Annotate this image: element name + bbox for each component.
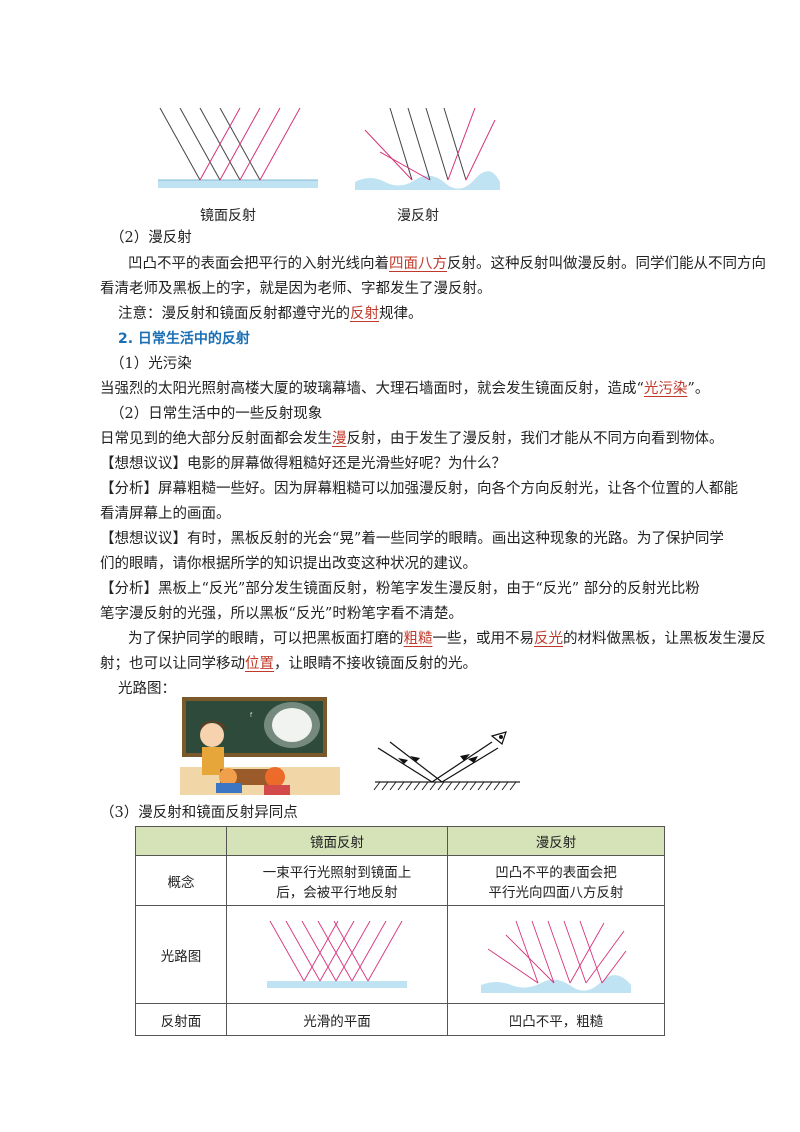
cell-surface-diffuse: 凹凸不平，粗糙 — [447, 1003, 665, 1036]
section-title: 2. 日常生活中的反射 — [118, 331, 250, 347]
para-daily-reflection: 日常见到的绝大部分反射面都会发生漫反射，由于发生了漫反射，我们才能从不同方向看到… — [100, 429, 724, 449]
question-screen: 【想想议议】电影的屏幕做得粗糙好还是光滑些好呢？为什么？ — [100, 456, 506, 472]
answer-blank: 位置 — [245, 656, 274, 672]
analysis-blackboard-2: 笔字漫反射的光强，所以黑板“反光”时粉笔字看不清楚。 — [100, 606, 463, 622]
cell-concept-mirror: 一束平行光照射到镜面上 后，会被平行地反射 — [226, 855, 448, 906]
svg-text:f: f — [250, 712, 253, 719]
cell-text: 凹凸不平的表面会把 — [495, 864, 617, 881]
para-protect-eyes-1: 为了保护同学的眼睛，可以把黑板面打磨的粗糙一些，或用不易反光的材料做黑板，让黑板… — [128, 629, 766, 649]
cell-text: 后，会被平行地反射 — [276, 884, 398, 901]
text-span: 注意：漫反射和镜面反射都遵守光的 — [118, 306, 350, 322]
table-header-row: 镜面反射 漫反射 — [135, 826, 665, 856]
heading-comparison: （3）漫反射和镜面反射异同点 — [100, 805, 298, 821]
cell-lightpath-diffuse — [447, 905, 665, 1004]
text-span: 射；也可以让同学移动 — [100, 656, 245, 672]
para-light-pollution: 当强烈的太阳光照射高楼大厦的玻璃幕墙、大理石墙面时，就会发生镜面反射，造成“光污… — [100, 379, 709, 399]
comparison-table: 镜面反射 漫反射 概念 一束平行光照射到镜面上 后，会被平行地反射 凹凸不平的表… — [135, 826, 665, 1036]
table-header-diffuse: 漫反射 — [447, 826, 665, 856]
heading-diffuse: （2）漫反射 — [110, 230, 192, 246]
cell-surface-mirror: 光滑的平面 — [226, 1003, 448, 1036]
text-span: 规律。 — [379, 306, 423, 322]
question-blackboard-1: 【想想议议】有时，黑板反射的光会“晃”着一些同学的眼睛。画出这种现象的光路。为了… — [100, 531, 724, 547]
mirror-reflection-diagram-small — [267, 920, 407, 988]
question-blackboard-2: 们的眼睛，请你根据所学的知识提出改变这种状况的建议。 — [100, 556, 477, 572]
row-label-concept: 概念 — [135, 855, 227, 906]
subheading-light-pollution: （1）光污染 — [110, 356, 192, 372]
mirror-reflection-diagram — [158, 107, 318, 188]
lightpath-label: 光路图： — [118, 681, 176, 697]
caption-mirror: 镜面反射 — [200, 208, 256, 224]
text-span: ，让眼睛不接收镜面反射的光。 — [274, 656, 477, 672]
analysis-screen-2: 看清屏幕上的画面。 — [100, 506, 231, 522]
answer-blank: 反光 — [534, 631, 563, 647]
subheading-daily-reflection: （2）日常生活中的一些反射现象 — [110, 406, 323, 422]
cell-text: 一束平行光照射到镜面上 — [262, 864, 412, 881]
table-row: 光路图 — [135, 905, 665, 1004]
caption-diffuse: 漫反射 — [397, 208, 439, 224]
answer-blank: 漫 — [332, 431, 347, 447]
diffuse-reflection-diagram-small — [481, 920, 631, 993]
text-span: 日常见到的绝大部分反射面都会发生 — [100, 431, 332, 447]
blackboard-lightpath-diagram — [373, 731, 520, 791]
row-label-surface: 反射面 — [135, 1003, 227, 1036]
text-span: 为了保护同学的眼睛，可以把黑板面打磨的 — [128, 631, 404, 647]
classroom-illustration: f — [180, 697, 340, 795]
cell-concept-diffuse: 凹凸不平的表面会把 平行光向四面八方反射 — [447, 855, 665, 906]
answer-blank: 粗糙 — [403, 631, 433, 647]
text-span: 的材料做黑板，让黑板发生漫反 — [563, 631, 766, 647]
text-span: 一些，或用不易 — [432, 631, 535, 647]
table-header-empty — [135, 826, 227, 856]
para-protect-eyes-2: 射；也可以让同学移动位置，让眼睛不接收镜面反射的光。 — [100, 654, 477, 674]
diffuse-reflection-diagram — [355, 107, 500, 190]
text-span: ”。 — [687, 381, 710, 397]
text-span: 反射。这种反射叫做漫反射。同学们能从不同方向 — [447, 256, 766, 272]
note-diffuse: 注意：漫反射和镜面反射都遵守光的反射规律。 — [118, 304, 423, 324]
text-span: 凹凸不平的表面会把平行的入射光线向着 — [128, 256, 389, 272]
text-span: 反射，由于发生了漫反射，我们才能从不同方向看到物体。 — [346, 431, 724, 447]
para-diffuse-2: 看清老师及黑板上的字，就是因为老师、字都发生了漫反射。 — [100, 281, 492, 297]
table-row: 反射面 光滑的平面 凹凸不平，粗糙 — [135, 1003, 665, 1036]
para-diffuse-1: 凹凸不平的表面会把平行的入射光线向着四面八方反射。这种反射叫做漫反射。同学们能从… — [128, 254, 766, 274]
row-label-lightpath: 光路图 — [135, 905, 227, 1004]
cell-lightpath-mirror — [226, 905, 448, 1004]
analysis-blackboard-1: 【分析】黑板上“反光”部分发生镜面反射，粉笔字发生漫反射，由于“反光” 部分的反… — [100, 581, 700, 597]
cell-text: 平行光向四面八方反射 — [488, 884, 624, 901]
text-span: 当强烈的太阳光照射高楼大厦的玻璃幕墙、大理石墙面时，就会发生镜面反射，造成“ — [100, 381, 644, 397]
answer-blank: 四面八方 — [389, 256, 447, 272]
analysis-screen-1: 【分析】屏幕粗糙一些好。因为屏幕粗糙可以加强漫反射，向各个方向反射光，让各个位置… — [100, 481, 738, 497]
table-row: 概念 一束平行光照射到镜面上 后，会被平行地反射 凹凸不平的表面会把 平行光向四… — [135, 855, 665, 906]
answer-blank: 反射 — [350, 306, 379, 322]
answer-blank: 光污染 — [643, 381, 688, 397]
table-header-mirror: 镜面反射 — [226, 826, 448, 856]
